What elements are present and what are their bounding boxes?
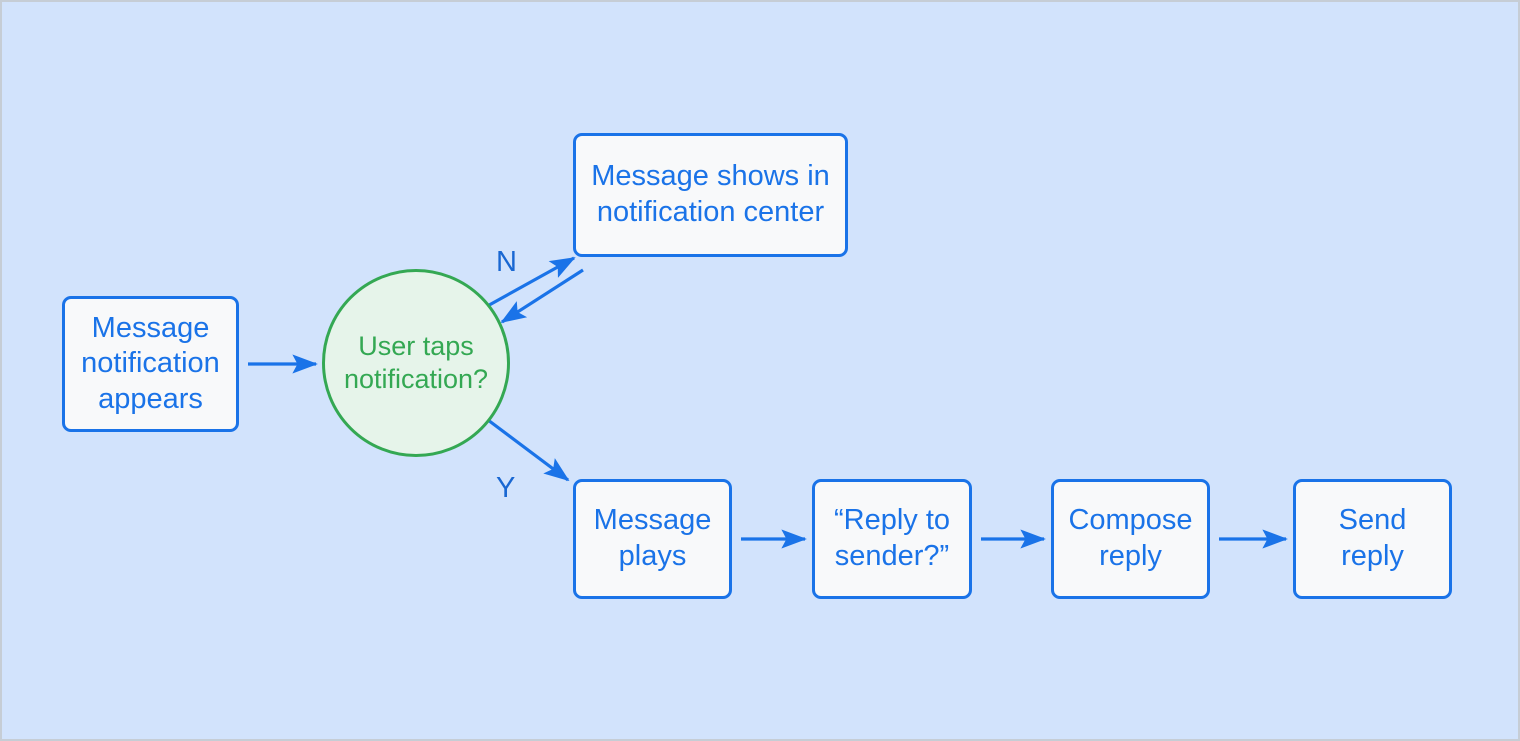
node-compose-reply[interactable]: Compose reply bbox=[1051, 479, 1210, 599]
node-message-notification-appears[interactable]: Message notification appears bbox=[62, 296, 239, 432]
edge-label-yes: Y bbox=[496, 472, 516, 504]
node-message-plays[interactable]: Message plays bbox=[573, 479, 732, 599]
edge-label-no: N bbox=[496, 246, 517, 278]
edge-decision-to-message-plays bbox=[487, 418, 570, 482]
node-reply-to-sender-prompt[interactable]: “Reply to sender?” bbox=[812, 479, 972, 599]
node-send-reply[interactable]: Send reply bbox=[1293, 479, 1452, 599]
node-user-taps-notification-decision[interactable]: User taps notification? bbox=[322, 269, 510, 457]
node-message-shows-in-notification-center[interactable]: Message shows in notification center bbox=[573, 133, 848, 257]
